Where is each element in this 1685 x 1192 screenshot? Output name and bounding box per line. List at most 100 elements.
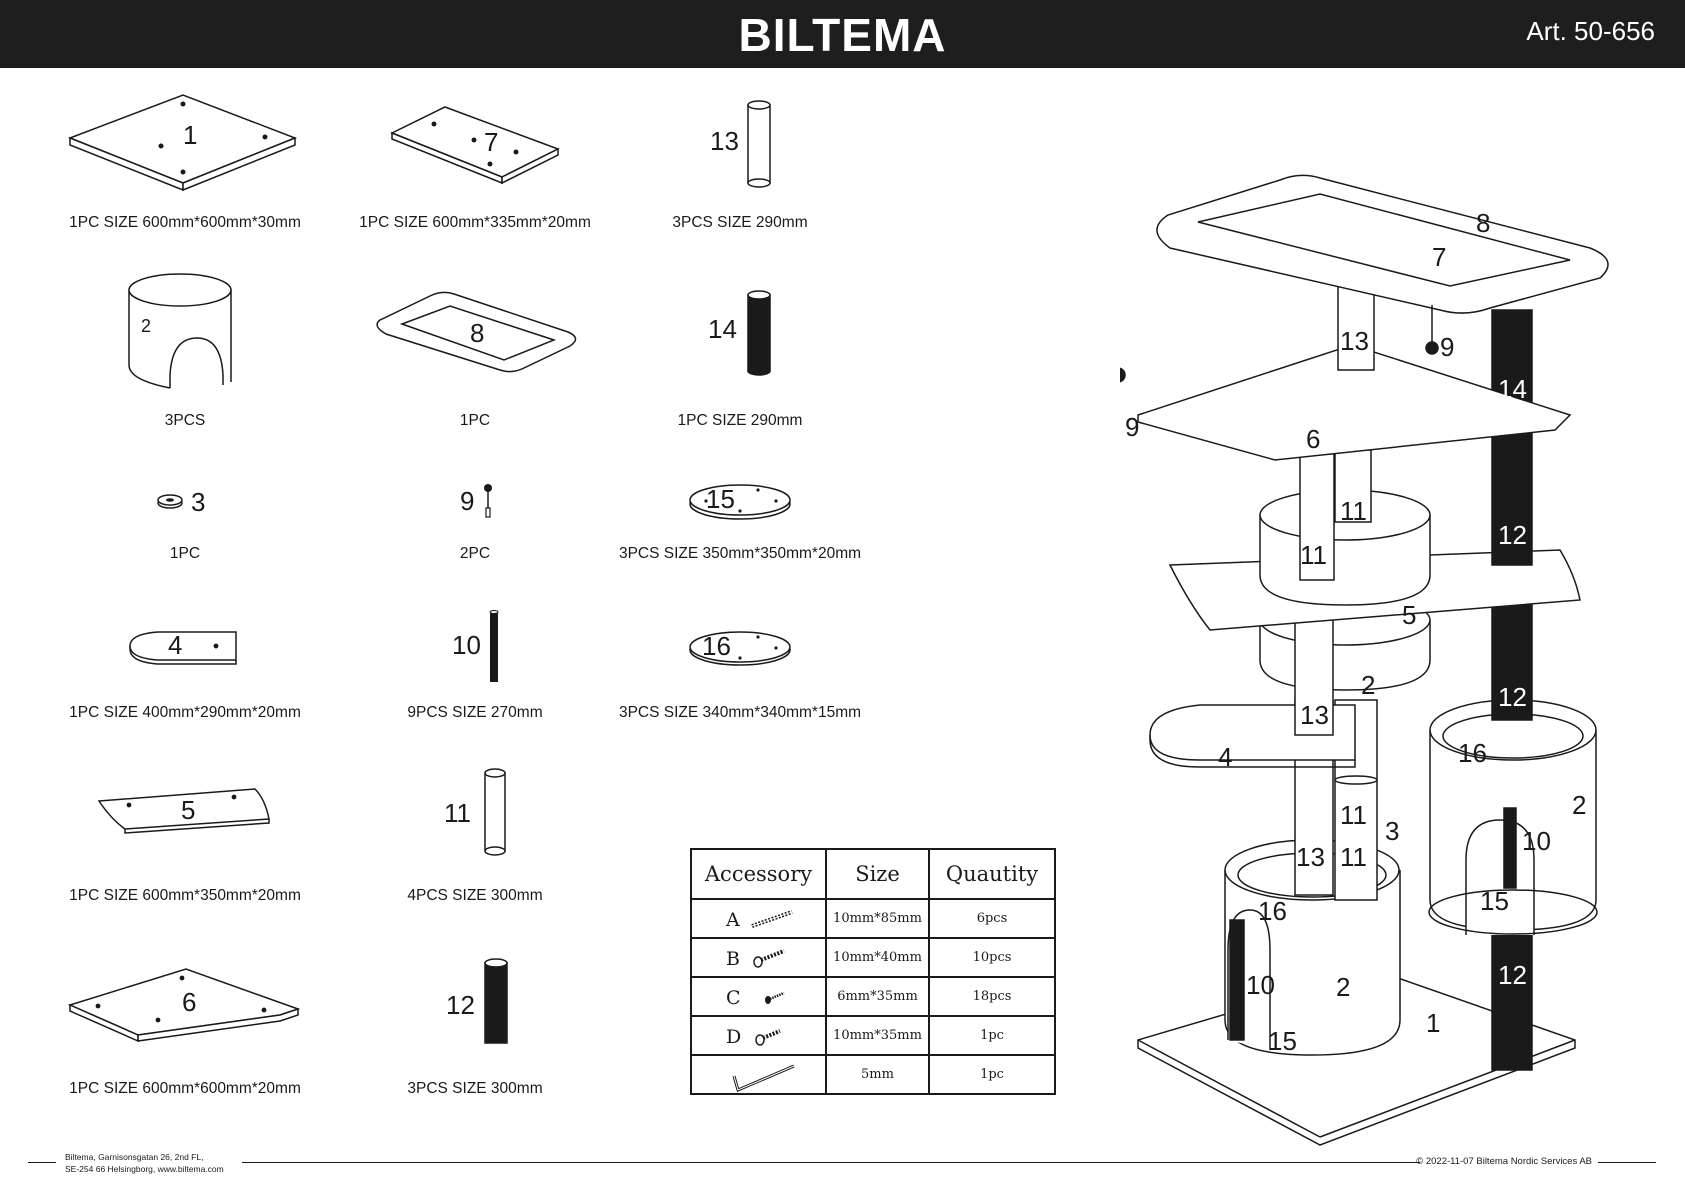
assembly-label: 9 xyxy=(1125,412,1140,442)
table-header-row: Accessory Size Quautity xyxy=(690,848,1056,900)
assembly-label: 13 xyxy=(1296,842,1325,872)
part-5: 5 xyxy=(97,785,277,835)
part-11: 11 xyxy=(440,768,520,858)
part-number: 6 xyxy=(182,987,197,1017)
part-8: 8 xyxy=(372,290,582,375)
accessory-letter: A xyxy=(726,909,740,931)
part-7: 7 xyxy=(390,105,570,185)
part-caption: 3PCS SIZE 340mm*340mm*15mm xyxy=(618,704,862,721)
accessory-size: 10mm*85mm xyxy=(825,898,930,939)
part-6: 6 xyxy=(67,965,303,1045)
cat-tree-illustration xyxy=(1120,174,1609,1146)
part-number: 10 xyxy=(452,630,481,660)
part-number: 13 xyxy=(710,126,739,156)
part-number: 16 xyxy=(702,631,731,661)
part-15: 15 xyxy=(688,483,793,523)
part-16: 16 xyxy=(688,630,793,670)
assembly-label: 6 xyxy=(1306,424,1321,454)
part-13: 13 xyxy=(700,100,800,190)
table-row: D 10mm*35mm 1pc xyxy=(690,1015,1056,1056)
part-number: 4 xyxy=(168,630,183,660)
part-caption: 1PC SIZE 400mm*290mm*20mm xyxy=(69,704,301,721)
accessory-size: 10mm*35mm xyxy=(825,1015,930,1056)
part-number: 7 xyxy=(484,127,499,157)
assembly-label: 11 xyxy=(1300,540,1327,570)
header-bar: BILTEMA Art. 50-656 xyxy=(0,0,1685,68)
small-board-icon xyxy=(129,631,237,665)
header-quantity: Quautity xyxy=(928,848,1056,900)
header-accessory: Accessory xyxy=(690,848,827,900)
footer-divider xyxy=(242,1162,1420,1163)
assembly-label: 3 xyxy=(1385,816,1400,846)
round-board-icon xyxy=(689,631,791,666)
assembly-label: 15 xyxy=(1480,886,1509,916)
assembly-label: 11 xyxy=(1340,842,1367,872)
washer-icon xyxy=(157,494,183,509)
accessory-qty: 1pc xyxy=(928,1015,1056,1056)
brand-logo: BILTEMA xyxy=(738,9,947,61)
pentagon-board-icon xyxy=(67,968,301,1043)
part-1: 1 xyxy=(65,90,305,200)
accessory-letter: B xyxy=(726,948,740,970)
assembly-label: 11 xyxy=(1340,800,1367,830)
part-caption: 1PC SIZE 600mm*600mm*30mm xyxy=(69,214,301,231)
white-post-icon xyxy=(484,768,506,856)
black-post-icon xyxy=(484,958,508,1044)
assembly-label: 13 xyxy=(1340,326,1369,356)
footer-divider xyxy=(1598,1162,1656,1163)
assembly-label: 4 xyxy=(1218,742,1233,772)
ball-toy-icon xyxy=(484,484,492,518)
part-3: 3 xyxy=(155,485,225,520)
assembly-label: 15 xyxy=(1268,1026,1297,1056)
address-line: SE-254 66 Helsingborg, www.biltema.com xyxy=(65,1164,224,1174)
bolt-icon xyxy=(753,949,785,968)
screw-icon xyxy=(765,991,785,1004)
assembly-label: 7 xyxy=(1432,242,1447,272)
assembly-label: 2 xyxy=(1336,972,1351,1002)
assembly-label: 2 xyxy=(1572,790,1587,820)
assembly-label: 10 xyxy=(1522,826,1551,856)
part-caption: 4PCS SIZE 300mm xyxy=(407,887,543,904)
part-caption: 1PC xyxy=(169,545,201,562)
frame-icon xyxy=(376,291,577,373)
part-9: 9 xyxy=(458,480,518,525)
thin-rod-icon xyxy=(489,610,499,682)
assembly-label: 14 xyxy=(1498,374,1527,404)
long-bolt-icon xyxy=(751,910,793,928)
part-number: 5 xyxy=(181,795,196,825)
accessory-size: 6mm*35mm xyxy=(825,976,930,1017)
assembly-label: 5 xyxy=(1402,600,1417,630)
part-caption: 3PCS SIZE 300mm xyxy=(407,1080,543,1097)
assembly-label: 9 xyxy=(1440,332,1455,362)
accessory-qty: 6pcs xyxy=(928,898,1056,939)
assembled-cat-tree: 8 7 13 9 14 9 6 11 11 12 5 2 12 13 4 16 … xyxy=(1120,160,1680,1150)
hideout-cylinder-icon xyxy=(128,273,232,389)
company-address: Biltema, Garnisonsgatan 26, 2nd FL, SE-2… xyxy=(65,1151,224,1175)
part-caption: 3PCS SIZE 350mm*350mm*20mm xyxy=(618,545,862,562)
part-12: 12 xyxy=(440,958,520,1048)
part-number: 15 xyxy=(706,484,735,514)
assembly-label: 16 xyxy=(1258,896,1287,926)
part-number: 14 xyxy=(708,314,737,344)
part-14: 14 xyxy=(700,290,800,380)
accessory-size: 10mm*40mm xyxy=(825,937,930,978)
part-number: 1 xyxy=(183,120,198,150)
black-post-icon xyxy=(747,290,771,376)
accessory-letter: C xyxy=(726,987,741,1009)
assembly-label: 8 xyxy=(1476,208,1491,238)
square-board-icon xyxy=(67,94,298,192)
part-caption: 1PC SIZE 600mm*350mm*20mm xyxy=(69,887,301,904)
assembly-label: 16 xyxy=(1458,738,1487,768)
accessory-qty: 10pcs xyxy=(928,937,1056,978)
part-2: 2 xyxy=(125,270,245,390)
assembly-label: 2 xyxy=(1361,670,1376,700)
assembly-label: 11 xyxy=(1340,496,1367,526)
part-number: 3 xyxy=(191,487,206,517)
white-post-icon xyxy=(747,100,771,188)
part-number: 11 xyxy=(444,798,471,828)
short-bolt-icon xyxy=(755,1029,781,1046)
part-caption: 3PCS SIZE 290mm xyxy=(672,214,808,231)
part-number: 9 xyxy=(460,486,475,516)
part-10: 10 xyxy=(450,610,510,685)
footer-divider xyxy=(28,1162,56,1163)
